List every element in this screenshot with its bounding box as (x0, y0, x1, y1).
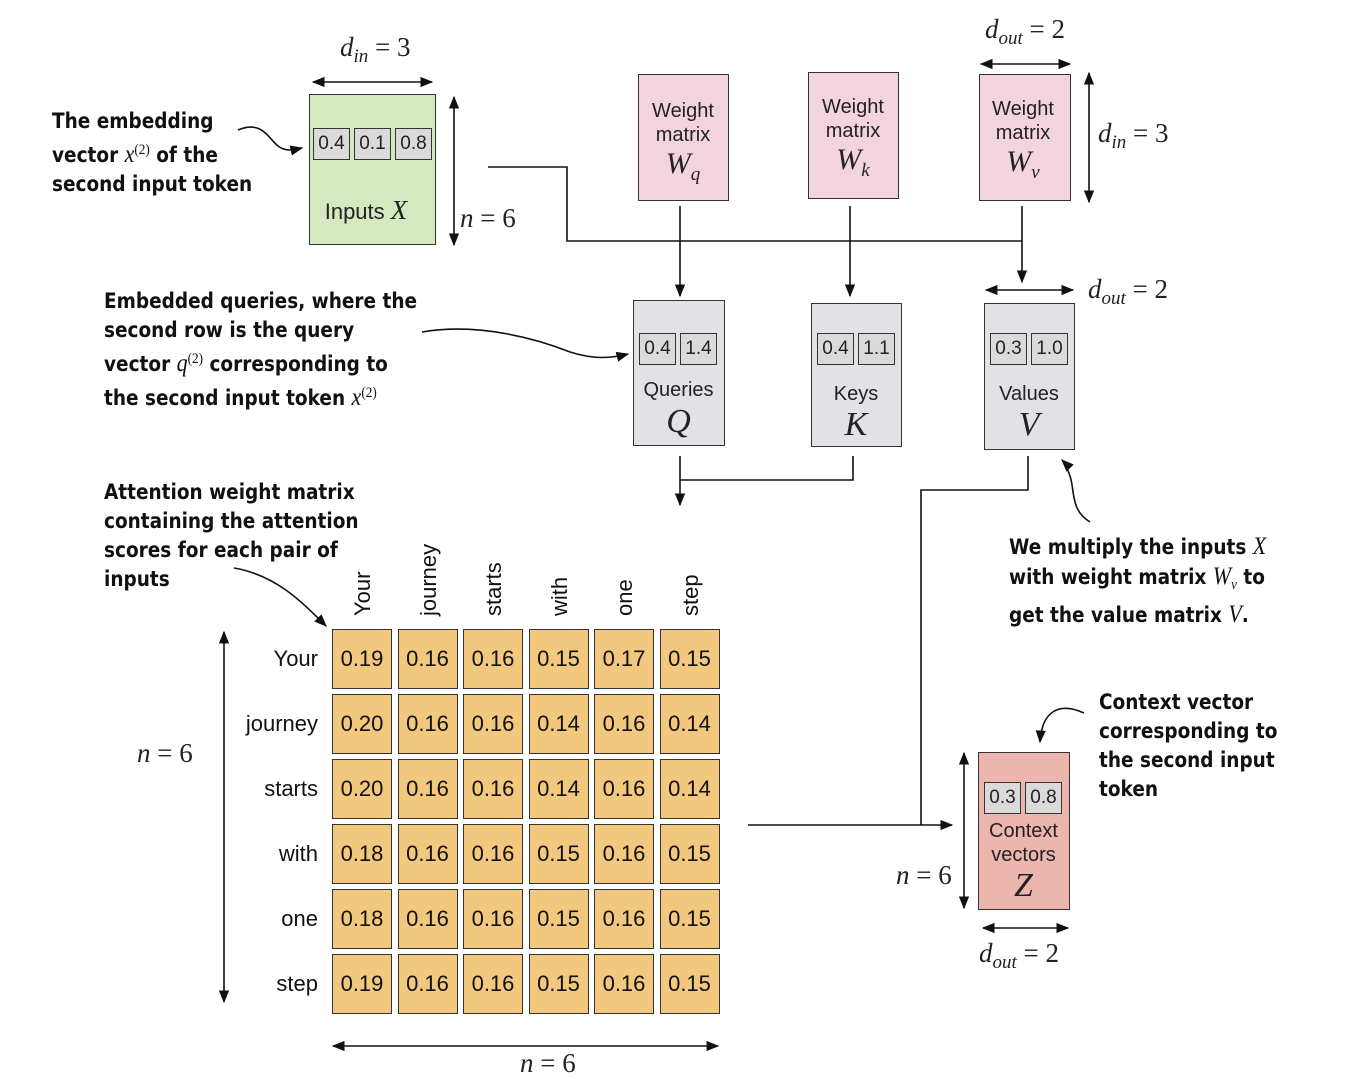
weights-d-out-label: dout = 2 (985, 14, 1066, 49)
note-embedded-queries: Embedded queries, where the second row i… (104, 289, 418, 411)
inputs-n-label: n = 6 (460, 203, 516, 233)
input-cell: 0.8 (395, 128, 432, 160)
attention-cell: 0.16 (397, 889, 458, 949)
attention-cell: 0.14 (659, 759, 720, 819)
attention-cell: 0.15 (528, 889, 589, 949)
context-n-label: n = 6 (896, 860, 952, 890)
key-cell: 1.1 (858, 333, 895, 365)
column-label-Your: Your (350, 571, 375, 616)
note-embedding-vector: The embedding vector x(2) of the second … (52, 109, 253, 196)
query-cell: 0.4 (639, 333, 676, 365)
attention-cell: 0.19 (332, 954, 392, 1014)
value-cell: 1.0 (1031, 333, 1068, 365)
context-symbol: Z (1014, 867, 1033, 904)
row-label-step: step (276, 971, 318, 996)
column-label-one: one (612, 579, 637, 616)
column-label-with: with (546, 576, 572, 616)
attention-cell: 0.16 (463, 629, 523, 689)
attention-cell: 0.20 (332, 759, 392, 819)
input-cell: 0.1 (354, 128, 391, 160)
attention-cell: 0.14 (528, 759, 589, 819)
attention-cell: 0.15 (659, 954, 720, 1014)
column-label-starts: starts (481, 562, 506, 616)
values-matrix: 0.3 1.0 Values V (984, 303, 1075, 450)
attention-n-cols-label: n = 6 (520, 1048, 576, 1078)
row-label-Your: Your (273, 646, 318, 671)
inputs-d-in-label: din = 3 (340, 32, 411, 67)
row-label-with: with (278, 841, 318, 866)
attention-cell: 0.16 (397, 694, 458, 754)
queries-matrix: 0.4 1.4 Queries Q (633, 300, 725, 446)
keys-matrix: 0.4 1.1 Keys K (811, 303, 902, 447)
attention-cell: 0.14 (659, 694, 720, 754)
queries-symbol: Q (666, 403, 691, 440)
attention-cell: 0.15 (659, 824, 720, 884)
attention-cell: 0.16 (397, 954, 458, 1014)
attention-cell: 0.16 (594, 889, 654, 949)
attention-cell: 0.18 (332, 889, 392, 949)
column-label-step: step (677, 574, 703, 616)
column-label-journey: journey (415, 543, 441, 616)
inputs-matrix: 0.4 0.1 0.8 Inputs X (309, 94, 436, 245)
attention-cell: 0.16 (594, 694, 654, 754)
attention-cell: 0.16 (463, 889, 523, 949)
attention-cell: 0.16 (397, 759, 458, 819)
attention-cell: 0.16 (463, 759, 523, 819)
attention-cell: 0.17 (594, 629, 654, 689)
attention-cell: 0.20 (332, 694, 392, 754)
note-value-multiply: We multiply the inputs X with weight mat… (1009, 533, 1267, 629)
note-context-vector: Context vector corresponding to the seco… (1099, 690, 1278, 801)
attention-cell: 0.19 (332, 629, 392, 689)
values-symbol: V (1018, 406, 1040, 443)
attention-cell: 0.15 (659, 629, 720, 689)
attention-cell: 0.16 (463, 824, 523, 884)
row-label-journey: journey (245, 711, 318, 736)
attention-cell: 0.16 (594, 759, 654, 819)
context-cell: 0.8 (1025, 782, 1062, 814)
query-cell: 1.4 (680, 333, 717, 365)
attention-n-rows-label: n = 6 (137, 738, 193, 768)
attention-cell: 0.16 (594, 824, 654, 884)
inputs-label: Inputs X (324, 195, 408, 225)
key-cell: 0.4 (817, 333, 854, 365)
keys-label: Keys (833, 383, 879, 405)
attention-cell: 0.14 (528, 694, 589, 754)
queries-label: Queries (643, 379, 714, 401)
values-label: Values (999, 383, 1059, 405)
row-label-starts: starts (264, 776, 318, 801)
attention-cell: 0.18 (332, 824, 392, 884)
keys-symbol: K (844, 406, 868, 443)
value-cell: 0.3 (990, 333, 1027, 365)
note-attention-matrix: Attention weight matrix containing the a… (104, 480, 359, 591)
input-cell: 0.4 (313, 128, 350, 160)
values-d-out-label: dout = 2 (1088, 274, 1169, 309)
attention-cell: 0.16 (463, 694, 523, 754)
attention-cell: 0.15 (659, 889, 720, 949)
attention-cell: 0.15 (528, 954, 589, 1014)
attention-cell: 0.15 (528, 824, 589, 884)
attention-cell: 0.16 (594, 954, 654, 1014)
attention-cell: 0.16 (397, 629, 458, 689)
attention-cell: 0.16 (463, 954, 523, 1014)
context-d-out-label: dout = 2 (979, 938, 1060, 973)
attention-cell: 0.16 (397, 824, 458, 884)
weights-d-in-label: din = 3 (1098, 118, 1169, 153)
attention-cell: 0.15 (528, 629, 589, 689)
row-label-one: one (281, 906, 318, 931)
context-cell: 0.3 (984, 782, 1021, 814)
